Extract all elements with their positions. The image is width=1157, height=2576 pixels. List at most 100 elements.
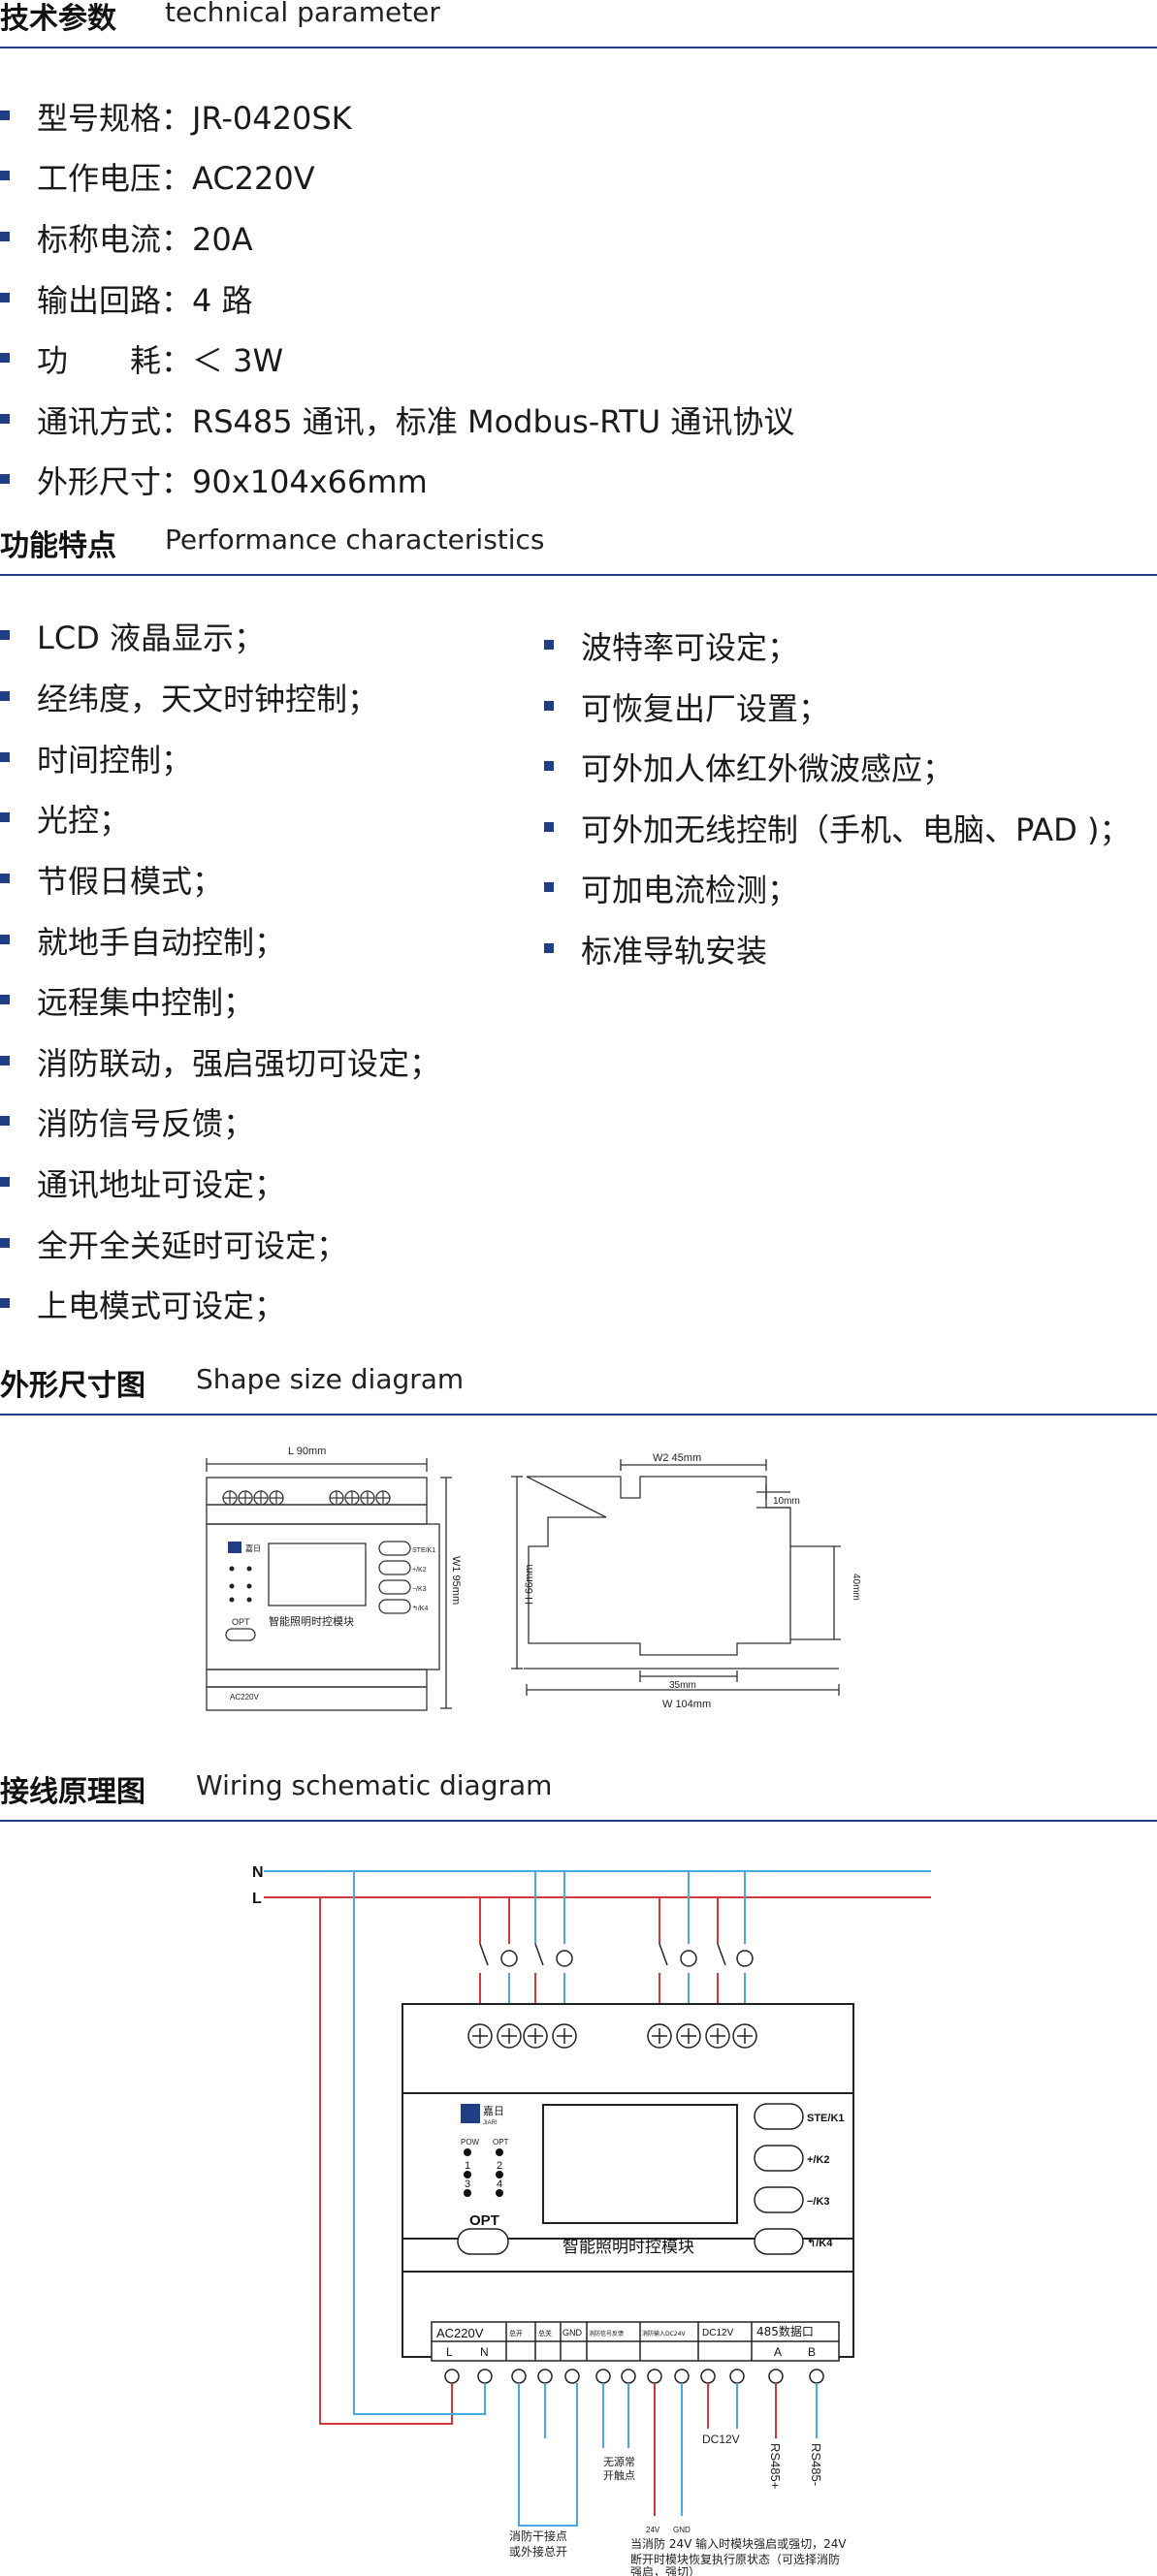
side-35mm-label: 35mm: [669, 1680, 696, 1691]
bullet-icon: [0, 293, 10, 302]
line-l-label: L: [252, 1891, 262, 1907]
side-10mm-label: 10mm: [773, 1496, 800, 1507]
bullet-icon: [544, 882, 554, 892]
term-gnd: GND: [562, 2328, 583, 2337]
switch-icon: [717, 1943, 726, 1966]
front-key-2: +/K2: [412, 1567, 427, 1574]
wiring-divider: [0, 1820, 1157, 1822]
brand-logo-icon: [461, 2104, 480, 2123]
opt-button: [457, 2228, 509, 2255]
key-button: [754, 2228, 804, 2255]
led-1: 1: [465, 2160, 470, 2172]
note-dry-2: 或外接总开: [509, 2544, 567, 2559]
panel-module-name: 智能照明时控模块: [562, 2238, 694, 2257]
bullet-icon: [0, 935, 10, 944]
key-label-2: +/K2: [807, 2154, 830, 2166]
lamp-icon: [680, 1950, 697, 1967]
lamp-icon: [736, 1950, 754, 1967]
bullet-icon: [0, 1238, 10, 1248]
front-view-diagram: L 90mm 嘉日 OPT 智能照明时控模块 STE/K1 +/K2 −/K3 …: [206, 1446, 461, 1711]
key-label-4: ↰/K4: [807, 2238, 833, 2249]
term-b: B: [808, 2345, 816, 2359]
bullet-icon: [544, 701, 554, 711]
term-rs485: 485数据口: [756, 2324, 814, 2338]
term-ac: AC220V: [436, 2326, 484, 2340]
wiring-section-header: 接线原理图 Wiring schematic diagram: [0, 1769, 1157, 1828]
led-2: 2: [497, 2160, 502, 2172]
bullet-icon: [0, 353, 10, 363]
panel-opt: OPT: [493, 2138, 509, 2147]
bullet-icon: [0, 691, 10, 701]
bullet-icon: [0, 1177, 10, 1187]
term-dc12: DC12V: [702, 2328, 734, 2338]
note-rs485n: RS485-: [809, 2443, 823, 2486]
key-button: [754, 2145, 804, 2172]
panel-pow: POW: [461, 2138, 480, 2147]
front-key-3: −/K3: [412, 1586, 427, 1593]
bullet-icon: [0, 1056, 10, 1065]
bullet-icon: [0, 752, 10, 762]
lamp-icon: [556, 1950, 573, 1967]
term-allon: 总开: [509, 2329, 523, 2337]
shape-title-en: Shape size diagram: [196, 1363, 465, 1395]
term-l: L: [446, 2345, 453, 2359]
front-key-1: STE/K1: [412, 1547, 435, 1554]
tech-section-header: 技术参数 technical parameter: [0, 0, 1157, 54]
term-feedback: 消防信号反馈: [589, 2330, 624, 2337]
shape-title-cn: 外形尺寸图: [0, 1369, 145, 1403]
bullet-icon: [0, 1116, 10, 1126]
opt-button-label: OPT: [469, 2212, 499, 2229]
side-w-label: W 104mm: [662, 1699, 711, 1710]
note-dry-1: 消防干接点: [509, 2528, 567, 2543]
tech-divider: [0, 47, 1157, 48]
led-4: 4: [497, 2178, 502, 2190]
side-h-label: H 66mm: [524, 1564, 535, 1605]
note-fire-2: 断开时模块恢复执行原状态（可选择消防: [630, 2552, 840, 2566]
note-gnd: GND: [673, 2526, 691, 2534]
front-opt-label: OPT: [232, 1617, 250, 1627]
front-width-label: L 90mm: [288, 1446, 326, 1457]
key-label-3: −/K3: [807, 2196, 830, 2208]
bullet-icon: [0, 630, 10, 640]
bullet-icon: [0, 414, 10, 424]
bullet-icon: [0, 812, 10, 822]
note-no-source-1: 无源常: [603, 2455, 635, 2468]
bullet-icon: [0, 171, 10, 180]
note-dc12v: DC12V: [702, 2433, 740, 2446]
switch-icon: [534, 1943, 544, 1966]
front-terminal-label: AC220V: [230, 1693, 259, 1701]
wiring-title-en: Wiring schematic diagram: [196, 1769, 553, 1801]
bullet-icon: [0, 232, 10, 241]
wiring-diagram: N L: [252, 1864, 931, 2576]
side-view-diagram: W2 45mm 10mm 35mm W 104mm H 66mm 40mm: [511, 1452, 861, 1710]
tech-title-en: technical parameter: [165, 0, 440, 28]
side-w2-label: W2 45mm: [653, 1452, 701, 1464]
lamp-icon: [500, 1950, 518, 1967]
switch-icon: [479, 1943, 489, 1966]
features-title-en: Performance characteristics: [165, 524, 545, 556]
bullet-icon: [0, 995, 10, 1004]
term-a: A: [774, 2345, 782, 2359]
front-module-name: 智能照明时控模块: [269, 1614, 354, 1628]
term-n: N: [480, 2345, 489, 2359]
shape-section-header: 外形尺寸图 Shape size diagram: [0, 1363, 1157, 1421]
features-section-header: 功能特点 Performance characteristics: [0, 524, 1157, 582]
note-24v: 24V: [646, 2526, 660, 2534]
front-brand-label: 嘉日: [245, 1543, 261, 1553]
lcd-display: [542, 2104, 738, 2224]
bullet-icon: [0, 111, 10, 120]
features-title-cn: 功能特点: [0, 529, 116, 563]
switch-icon: [659, 1943, 668, 1966]
bullet-icon: [0, 474, 10, 484]
wiring-title-cn: 接线原理图: [0, 1775, 145, 1809]
key-label-1: STE/K1: [807, 2113, 845, 2124]
front-height-label: W1 95mm: [450, 1556, 461, 1605]
note-fire-3: 强启，强切）: [630, 2565, 700, 2576]
bullet-icon: [0, 874, 10, 883]
bullet-icon: [544, 822, 554, 832]
features-divider: [0, 574, 1157, 576]
brand-logo-icon: [228, 1542, 241, 1553]
key-button: [754, 2186, 804, 2213]
bullet-icon: [544, 761, 554, 771]
note-rs485p: RS485+: [768, 2443, 783, 2489]
